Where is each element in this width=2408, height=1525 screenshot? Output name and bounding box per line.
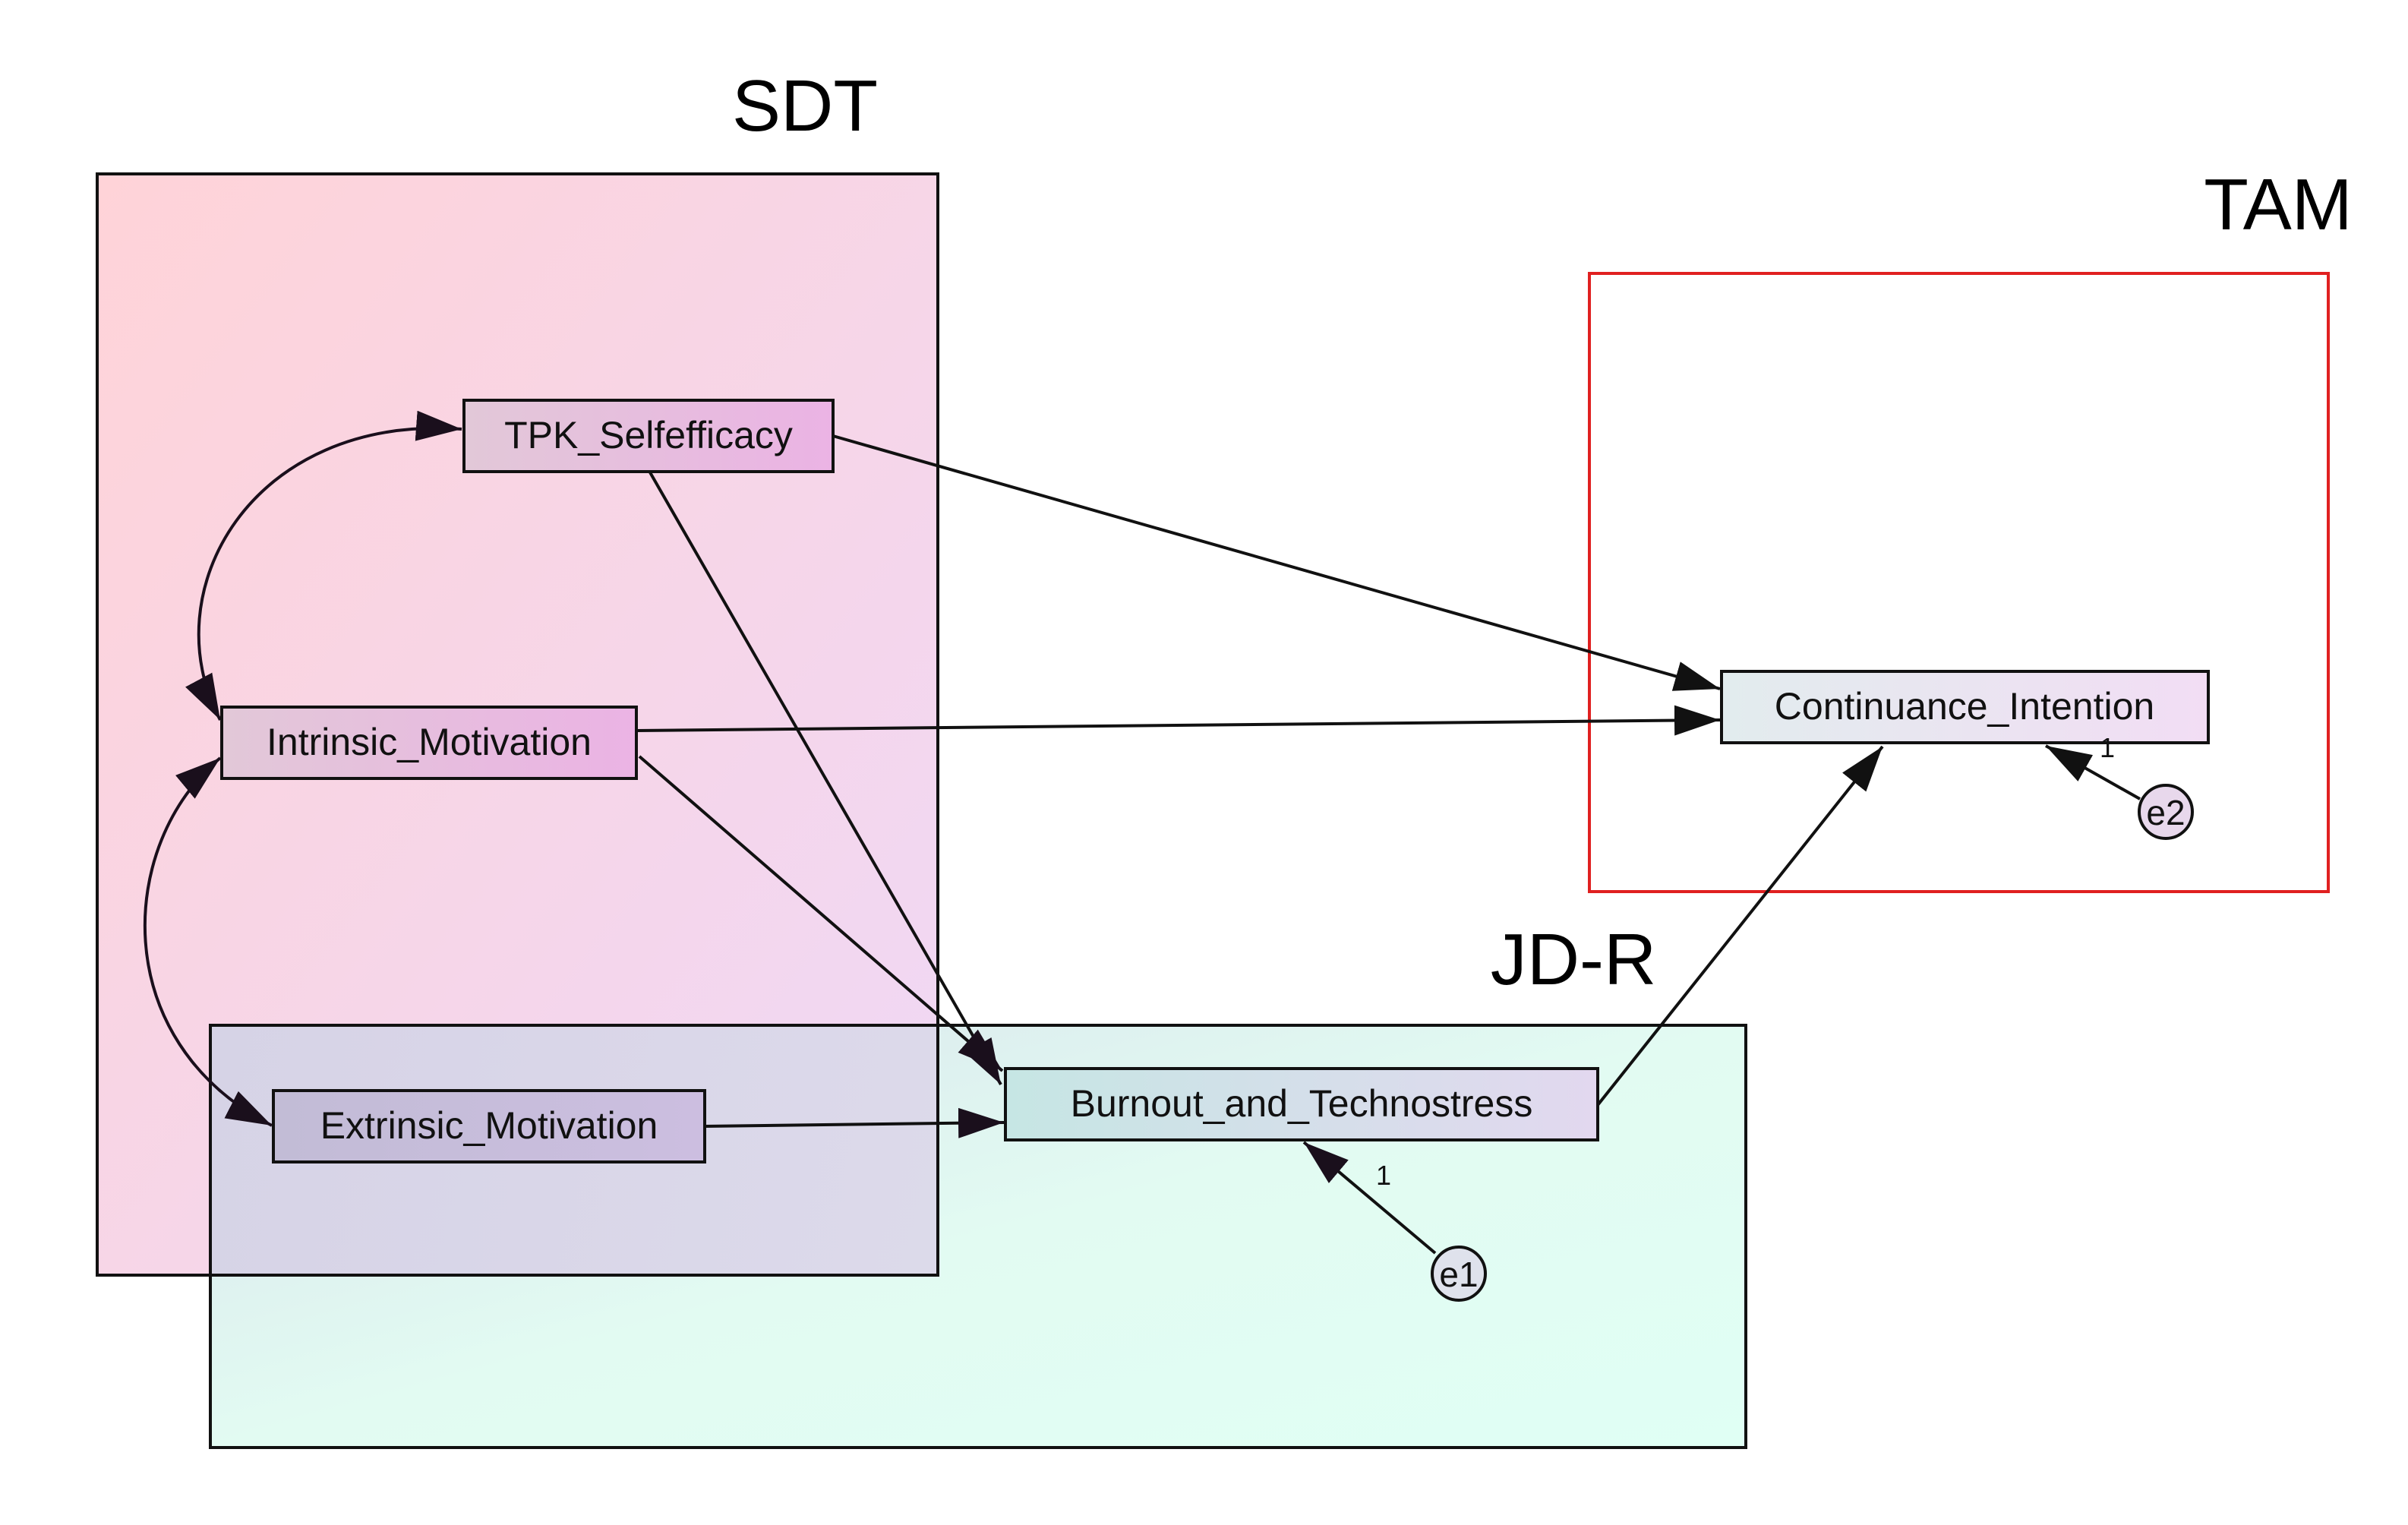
group-title-sdt: SDT [732,65,878,147]
path-extrinsic-to-burnout [704,1107,1005,1138]
covariance-tpk-intrinsic [185,410,462,721]
node-label-tpk: TPK_Selfefficacy [504,414,793,456]
path-intrinsic-to-continuance [636,705,1721,736]
node-label-burnout: Burnout_and_Technostress [1071,1082,1533,1125]
node-label-continuance: Continuance_Intention [1775,685,2154,728]
path-intrinsic-to-burnout [638,755,1004,1072]
weight-e1-burnout: 1 [1376,1160,1391,1191]
path-arrows [636,434,2141,1255]
weight-e2-continuance: 1 [2100,732,2115,763]
error-label-e2: e2 [2146,793,2185,832]
node-tpk-selfefficacy[interactable]: TPK_Selfefficacy [462,399,835,473]
path-e2-to-continuance [2045,744,2141,800]
node-intrinsic-motivation[interactable]: Intrinsic_Motivation [220,706,638,780]
node-extrinsic-motivation[interactable]: Extrinsic_Motivation [272,1089,706,1163]
path-e1-to-burnout [1302,1141,1437,1255]
path-burnout-to-continuance [1596,745,1884,1107]
group-title-jdr: JD-R [1491,919,1657,1000]
group-tam [1588,272,2330,893]
node-label-intrinsic: Intrinsic_Motivation [267,721,592,763]
node-burnout-and-technostress[interactable]: Burnout_and_Technostress [1004,1067,1599,1141]
covariance-intrinsic-extrinsic [144,756,273,1127]
path-tpk-to-burnout [649,472,1002,1085]
covariance-curves [144,410,462,1127]
error-label-e1: e1 [1439,1255,1478,1294]
error-e2[interactable]: e2 [2138,784,2194,840]
path-tpk-to-continuance [832,434,1721,691]
group-title-tam: TAM [2204,164,2353,245]
node-label-extrinsic: Extrinsic_Motivation [320,1104,658,1147]
node-continuance-intention[interactable]: Continuance_Intention [1720,670,2210,744]
error-e1[interactable]: e1 [1431,1246,1487,1302]
